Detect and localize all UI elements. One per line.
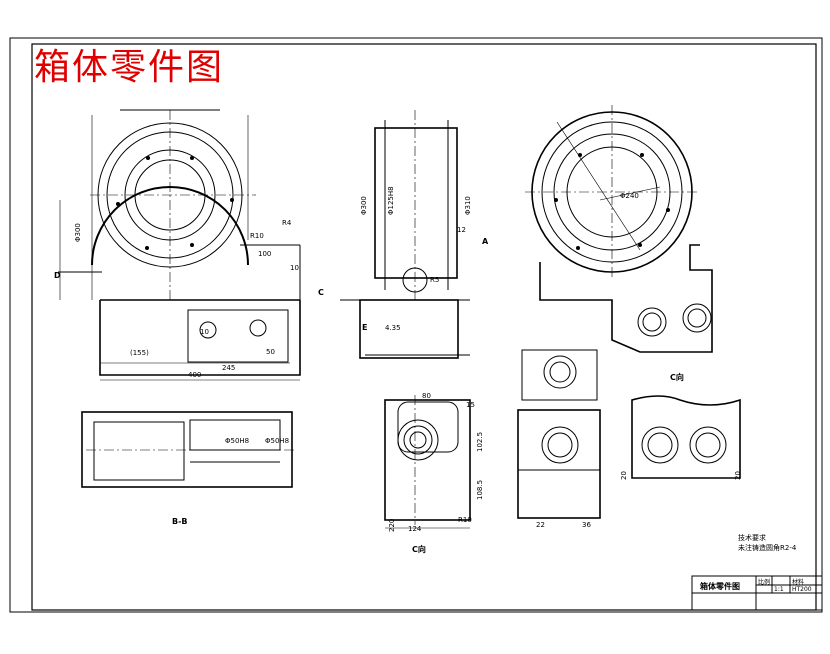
side-view	[340, 110, 470, 359]
dim-10-a: 10	[290, 264, 299, 272]
title-block-scale: 1:1	[774, 586, 784, 593]
dim-124: 124	[408, 525, 422, 533]
title-block-lines	[691, 575, 823, 611]
dim-12: 12	[457, 226, 466, 234]
dim-108-5: 108.5	[476, 480, 484, 500]
dim-400: 400	[188, 371, 201, 379]
dim-r10-b: R10	[458, 516, 472, 524]
dim-22: 22	[536, 521, 545, 529]
dim-d50h8-a: Φ50H8	[225, 437, 249, 445]
detail-views	[517, 349, 741, 519]
inner-frame	[31, 43, 817, 611]
label-a: A	[482, 237, 489, 246]
dim-d50h8-b: Φ50H8	[265, 437, 289, 445]
dim-r4: R4	[282, 219, 292, 227]
title-block: 箱体零件图 比例 1:1 材料 HT200	[692, 576, 822, 610]
dim-20-a: 20	[620, 471, 628, 480]
dim-100: 100	[258, 250, 271, 258]
dim-50: 50	[266, 348, 275, 356]
title-block-material-label: 材料	[792, 579, 805, 586]
drawing-frame	[9, 37, 823, 613]
dim-245: 245	[222, 364, 235, 372]
dim-4-35: 4.35	[385, 324, 401, 332]
label-view-c: C向	[412, 544, 426, 554]
dim-r10: R10	[250, 232, 264, 240]
dim-10-b: 10	[200, 328, 209, 336]
title-block-material: HT200	[792, 586, 812, 593]
dim-20-b: 20	[734, 471, 742, 480]
label-view-c2: C向	[670, 372, 684, 382]
section-bb-view	[81, 411, 296, 488]
right-view	[525, 105, 713, 353]
label-section-bb: B-B	[172, 517, 188, 526]
c-view	[384, 395, 471, 529]
dim-d310: Φ310	[464, 196, 472, 215]
dim-80: 80	[422, 392, 431, 400]
label-c: C	[318, 288, 324, 297]
tech-requirements: 技术要求	[738, 533, 766, 542]
casting-note: 未注铸造圆角R2-4	[738, 543, 797, 552]
dim-36: 36	[582, 521, 591, 529]
dim-r5: R5	[430, 276, 439, 284]
title-block-scale-label: 比例	[758, 579, 771, 586]
dim-155: (155)	[130, 349, 149, 357]
title-block-name: 箱体零件图	[700, 582, 740, 591]
label-e: E	[362, 323, 367, 332]
dim-d240: Φ240	[620, 192, 639, 200]
dim-102-5: 102.5	[476, 432, 484, 452]
dim-d300-side: Φ300	[360, 196, 368, 215]
label-d: D	[54, 271, 61, 280]
drawing-heading: 箱体零件图	[34, 47, 225, 88]
dim-15: 15	[466, 401, 475, 409]
dim-d125h8: Φ125H8	[387, 186, 395, 215]
front-view	[58, 109, 301, 381]
dim-220: 220	[388, 519, 396, 532]
dim-d300: Φ300	[74, 223, 82, 242]
